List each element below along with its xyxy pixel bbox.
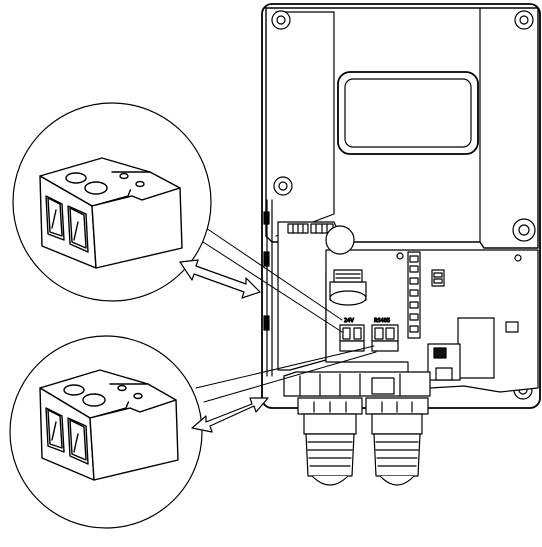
terminal-rs485-label: RS485 [374,318,390,324]
pin-header [407,251,519,339]
terminal-rs485: RS485 [371,317,399,352]
circuit-board [277,221,539,393]
cable-gland-right [365,397,429,486]
bottom-rail [283,371,431,397]
screw-icon [271,10,291,30]
terminal-24v-label: 24V [344,318,354,324]
module [427,317,495,381]
arrow-icon [179,259,261,299]
cable-gland-left [297,397,363,486]
pin-header [287,223,334,234]
screw-icon [273,176,293,196]
relay [329,269,367,306]
display-window [337,71,479,155]
arrow-icon [191,397,269,433]
terminal-24v: 24V [339,317,365,352]
screw-icon [514,10,534,30]
terminal-block-enlarged-upper [39,157,183,269]
terminal-block-enlarged-lower [39,369,179,481]
callout-lines [195,227,377,403]
screw-icon [512,218,536,242]
